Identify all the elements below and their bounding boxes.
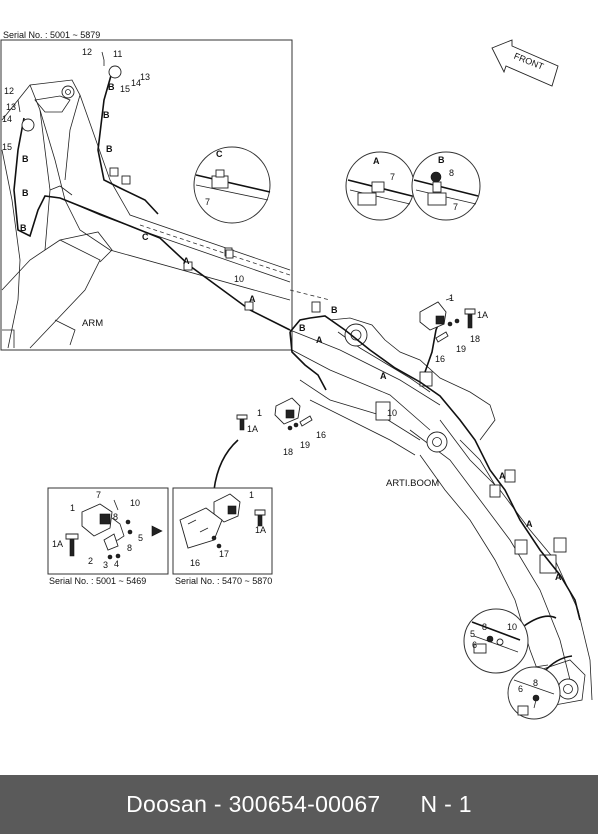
- arm-label: ARM: [82, 318, 103, 329]
- sub-serial-left: Serial No. : 5001 ~ 5469: [49, 576, 146, 586]
- callout-7: 7: [96, 490, 101, 500]
- callout-1: 1: [257, 408, 262, 418]
- detail-circle-lower-2: 6 8: [507, 666, 561, 720]
- callout-B: B: [438, 155, 445, 165]
- callout-8: 8: [127, 543, 132, 553]
- callout-1A: 1A: [52, 539, 63, 549]
- callout-B: B: [331, 305, 338, 315]
- callout-1: 1: [449, 293, 454, 303]
- callout-1: 1: [70, 503, 75, 513]
- callout-6: 6: [518, 684, 523, 694]
- footer-brand: Doosan: [126, 791, 208, 817]
- detail-circle-c: C 7: [193, 146, 271, 224]
- callout-16: 16: [190, 558, 200, 568]
- callout-8: 8: [482, 622, 487, 632]
- footer-page: N - 1: [420, 791, 472, 817]
- wiring-diagram: Serial No. : 5001 ~ 5879 B B B: [0, 30, 593, 720]
- boom-structure: [225, 249, 593, 706]
- detail-circle-a: A 7: [345, 151, 415, 221]
- sub-detail-right: 1 1A 16 17 Serial No. : 5470 ~ 5870: [172, 487, 273, 586]
- callout-1A: 1A: [247, 424, 258, 434]
- callout-8: 8: [113, 512, 118, 522]
- callout-1A: 1A: [255, 525, 266, 535]
- detail-circle-lower-1: 8 10 5 6: [463, 608, 529, 674]
- callout-6: 6: [472, 640, 477, 650]
- callout-19: 19: [456, 344, 466, 354]
- callout-14: 14: [131, 78, 141, 88]
- leader-curve: [523, 615, 557, 627]
- right-arrow-icon: [151, 525, 163, 537]
- callout-B: B: [108, 82, 115, 92]
- callout-7: 7: [390, 172, 395, 182]
- callout-14: 14: [2, 114, 12, 124]
- callout-10: 10: [130, 498, 140, 508]
- callout-A: A: [380, 371, 387, 381]
- callout-B: B: [22, 154, 29, 164]
- callout-16: 16: [316, 430, 326, 440]
- callout-B: B: [299, 323, 306, 333]
- footer-part-number: 300654-00067: [228, 791, 381, 817]
- callout-13: 13: [140, 72, 150, 82]
- callout-15: 15: [120, 84, 130, 94]
- detail-circle-b: B 8 7: [411, 151, 481, 221]
- callout-19: 19: [300, 440, 310, 450]
- callout-18: 18: [283, 447, 293, 457]
- callout-B: B: [106, 144, 113, 154]
- callout-A: A: [555, 572, 562, 582]
- callout-8: 8: [533, 678, 538, 688]
- callout-15: 15: [2, 142, 12, 152]
- callout-10: 10: [507, 622, 517, 632]
- callout-A: A: [499, 471, 506, 481]
- footer-bar: Doosan - 300654-00067 N - 1: [0, 775, 598, 834]
- callout-11: 11: [113, 49, 122, 59]
- callout-13: 13: [6, 102, 16, 112]
- callout-A: A: [526, 519, 533, 529]
- callout-A: A: [183, 256, 190, 266]
- callout-18: 18: [470, 334, 480, 344]
- callout-12: 12: [4, 86, 14, 96]
- callout-A: A: [316, 335, 323, 345]
- callout-12: 12: [82, 47, 92, 57]
- callout-5: 5: [138, 533, 143, 543]
- callout-B: B: [20, 223, 27, 233]
- boom-harness: B B A A A A A 10 ARTI.BOOM: [289, 305, 581, 621]
- callout-1A: 1A: [477, 310, 488, 320]
- callout-C: C: [216, 149, 223, 159]
- callout-4: 4: [114, 559, 119, 569]
- callout-16: 16: [435, 354, 445, 364]
- callout-B: B: [22, 188, 29, 198]
- callout-7: 7: [453, 202, 458, 212]
- callout-7: 7: [205, 197, 210, 207]
- leader-curve: [213, 439, 239, 491]
- sub-serial-right: Serial No. : 5470 ~ 5870: [175, 576, 272, 586]
- sub-detail-left: 1 7 10 8 1A 5 8 2 3 4 Serial No. : 5001 …: [47, 487, 169, 586]
- callout-A: A: [373, 156, 380, 166]
- footer-separator: -: [213, 791, 222, 817]
- callout-3: 3: [103, 560, 108, 570]
- boom-label: ARTI.BOOM: [386, 478, 439, 489]
- callout-10: 10: [387, 408, 397, 418]
- callout-B: B: [103, 110, 110, 120]
- callout-C: C: [142, 232, 149, 242]
- boom-lamp-right: 1 1A 18 19 16: [419, 293, 488, 364]
- front-arrow-icon: FRONT: [491, 39, 559, 87]
- callout-A: A: [249, 294, 256, 304]
- callout-17: 17: [219, 549, 229, 559]
- callout-2: 2: [88, 556, 93, 566]
- callout-10: 10: [234, 274, 244, 284]
- callout-1: 1: [249, 490, 254, 500]
- callout-5: 5: [470, 629, 475, 639]
- boom-lamp-center: 1 1A 16 19 18: [236, 397, 326, 457]
- callout-8: 8: [449, 168, 454, 178]
- inset-serial-text: Serial No. : 5001 ~ 5879: [3, 30, 100, 40]
